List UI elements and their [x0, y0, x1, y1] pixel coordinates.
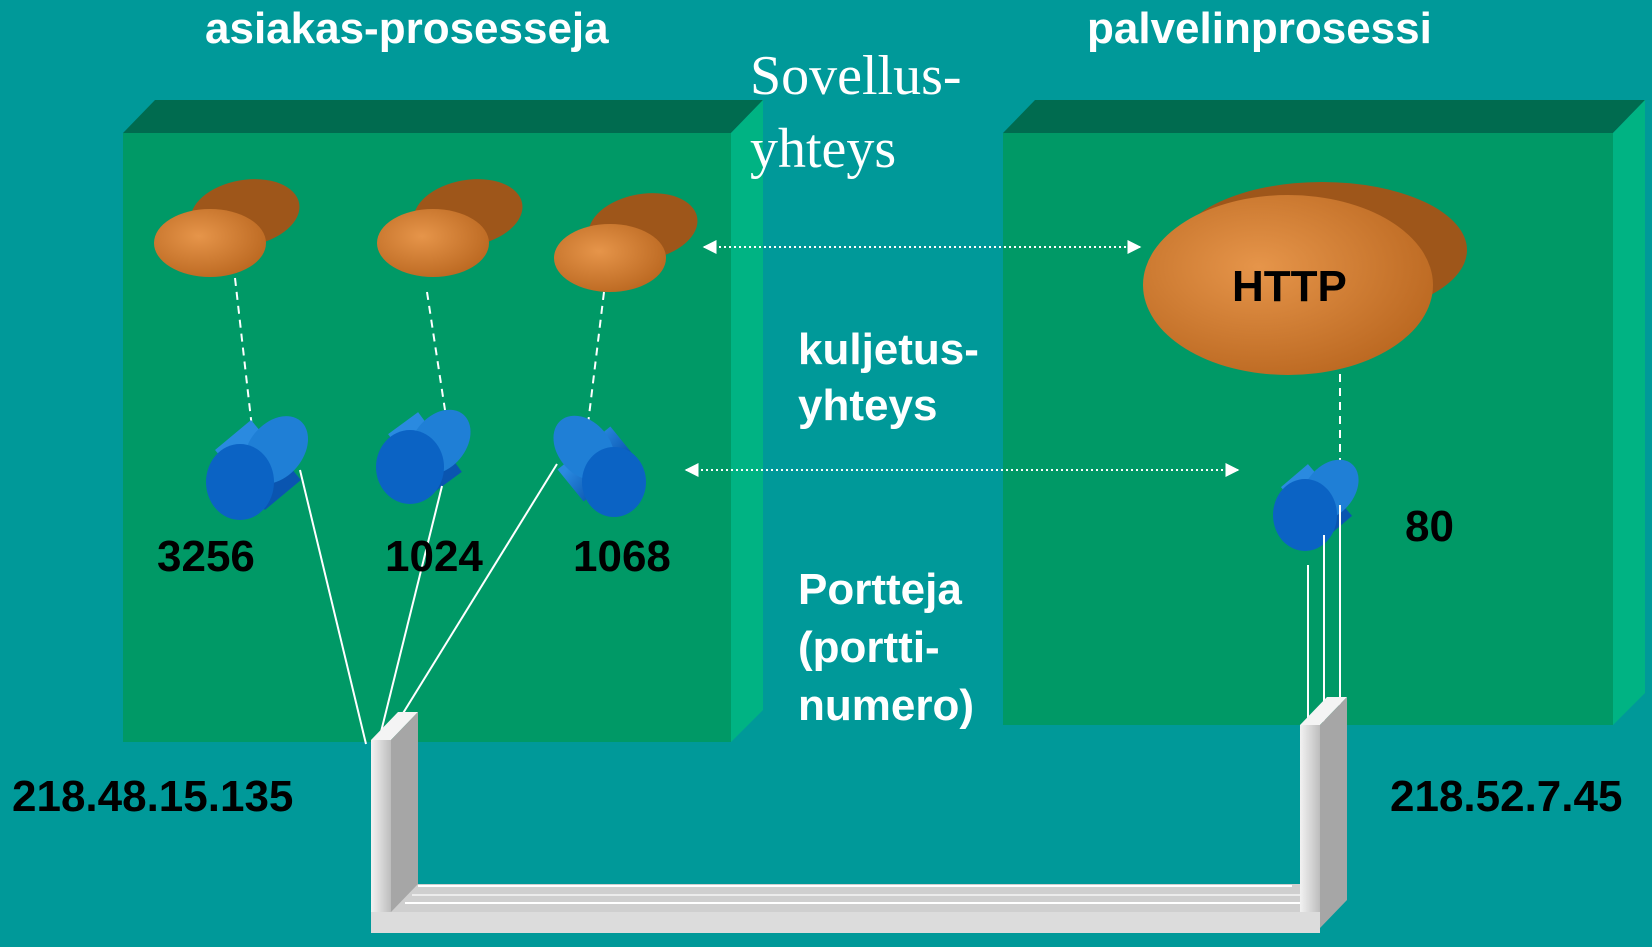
- server-ip-address: 218.52.7.45: [1390, 772, 1623, 821]
- transport-connection-label-line1: kuljetus-: [798, 325, 979, 374]
- port-number-3256: 3256: [157, 532, 255, 581]
- network-cable: [371, 697, 1347, 933]
- ports-label-line1: Portteja: [798, 565, 962, 614]
- ports-label-line3: numero): [798, 681, 974, 730]
- ports-label-line2: (portti-: [798, 623, 940, 672]
- client-ip-address: 218.48.15.135: [12, 772, 294, 821]
- transport-connection-label-line2: yhteys: [798, 381, 938, 430]
- socket-80: [1273, 459, 1359, 551]
- client-link-1: [234, 277, 253, 429]
- socket-3256: [206, 416, 309, 520]
- client-processes-heading: asiakas-prosesseja: [205, 4, 609, 53]
- client-wire-3: [383, 463, 558, 745]
- application-connection-label-line2: yhteys: [750, 118, 897, 180]
- client-process-3: [554, 193, 698, 292]
- port-number-80: 80: [1405, 502, 1454, 551]
- client-wire-2: [377, 485, 443, 745]
- application-connection-label-line1: Sovellus-: [750, 45, 962, 107]
- server-process-heading: palvelinprosessi: [1087, 4, 1432, 53]
- client-wire-1: [299, 469, 367, 745]
- socket-1024: [376, 409, 471, 504]
- http-server-process: [1143, 182, 1467, 375]
- port-number-1024: 1024: [385, 532, 483, 581]
- http-process-label: HTTP: [1232, 262, 1347, 311]
- client-process-1: [154, 179, 300, 277]
- port-number-1068: 1068: [573, 532, 671, 581]
- socket-1068: [553, 415, 646, 517]
- client-link-2: [426, 291, 446, 411]
- client-process-2: [377, 179, 523, 277]
